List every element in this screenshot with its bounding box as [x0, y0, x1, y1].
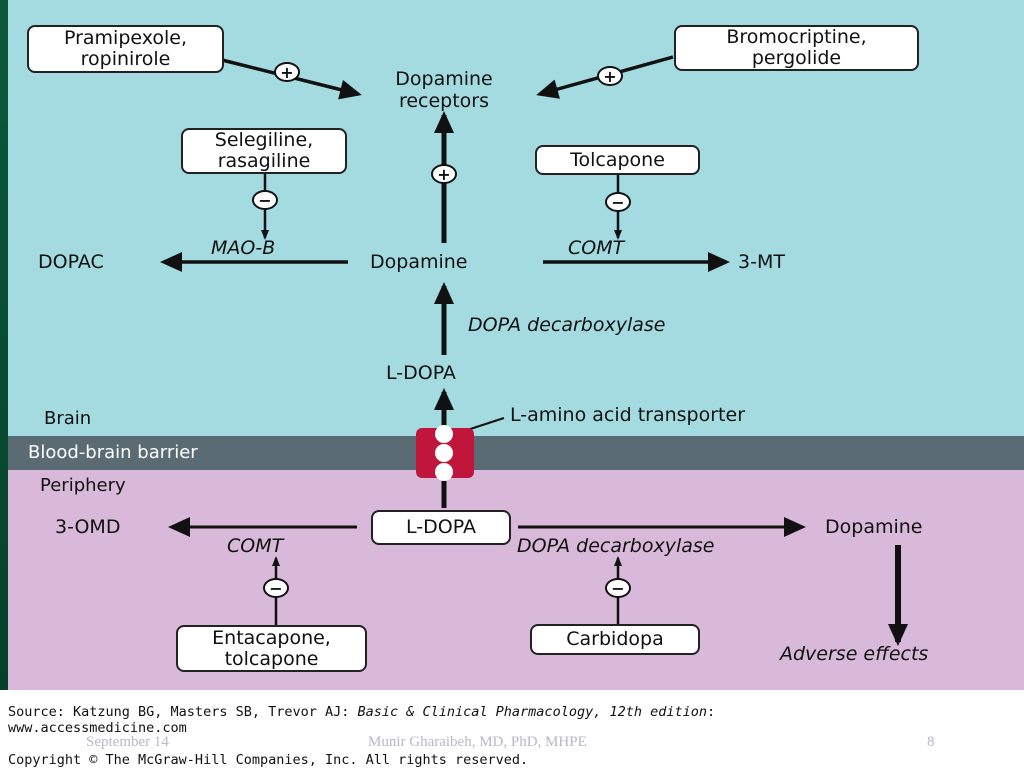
plus-icon [274, 62, 300, 82]
region-periphery-label: Periphery [40, 475, 126, 496]
node-3omd: 3-OMD [55, 516, 121, 538]
enzyme-ddc-brain: DOPA decarboxylase [468, 314, 666, 336]
drug-box-carbidopa: Carbidopa [530, 624, 700, 655]
plus-sign: + [280, 63, 293, 82]
drug-box-selegiline: Selegiline, rasagiline [181, 128, 347, 174]
transporter-icon [416, 425, 474, 481]
enzyme-maob: MAO-B [211, 237, 276, 259]
drug-box-tolcapone: Tolcapone [535, 145, 700, 175]
minus-icon [605, 192, 631, 212]
drug-line: ropinirole [80, 48, 171, 70]
node-dopamine-periphery: Dopamine [825, 516, 923, 538]
minus-icon [252, 190, 278, 210]
node-dopamine-receptors: Dopamine receptors [354, 68, 534, 112]
slide-date: September 14 [86, 734, 169, 750]
source-line: Source: Katzung BG, Masters SB, Trevor A… [8, 704, 715, 720]
region-brain-label: Brain [44, 408, 92, 429]
blood-brain-barrier-band [8, 436, 1024, 470]
source-suffix: : [707, 704, 716, 720]
pathway-arrows: + + + − − − − [160, 55, 908, 646]
node-dopac: DOPAC [38, 251, 104, 273]
drug-box-bromocriptine: Bromocriptine, pergolide [674, 25, 919, 71]
node-3mt: 3-MT [738, 251, 785, 273]
minus-icon [263, 578, 289, 598]
drug-line: Tolcapone [570, 148, 665, 171]
plus-sign: + [603, 67, 616, 86]
minus-sign: − [258, 191, 271, 210]
drug-line: pergolide [751, 47, 842, 69]
drug-line: Carbidopa [566, 628, 664, 650]
drug-line: Bromocriptine, [726, 26, 867, 48]
minus-sign: − [611, 193, 624, 212]
slide-author: Munir Gharaibeh, MD, PhD, MHPE [368, 734, 587, 750]
node-ldopa-periphery-box: L-DOPA [371, 510, 511, 545]
enzyme-ddc-periphery: DOPA decarboxylase [517, 535, 715, 557]
region-barrier-label: Blood-brain barrier [28, 442, 198, 463]
drug-line: rasagiline [217, 150, 311, 172]
drug-line: Selegiline, [214, 129, 314, 151]
plus-sign: + [437, 165, 450, 184]
node-adverse-effects: Adverse effects [780, 643, 929, 665]
node-dopamine-brain: Dopamine [370, 251, 468, 273]
transporter-label: L-amino acid transporter [510, 404, 746, 426]
minus-sign: − [269, 579, 282, 598]
plus-icon [597, 66, 623, 86]
minus-icon [605, 578, 631, 598]
drug-box-pramipexole: Pramipexole, ropinirole [27, 25, 224, 73]
receptors-line: Dopamine [395, 68, 493, 90]
drug-line: Entacapone, [212, 626, 331, 649]
node-ldopa-brain: L-DOPA [386, 362, 456, 384]
source-prefix: Source: Katzung BG, Masters SB, Trevor A… [8, 704, 358, 720]
drug-line: tolcapone [224, 647, 319, 670]
minus-sign: − [611, 579, 624, 598]
source-footer: Source: Katzung BG, Masters SB, Trevor A… [8, 704, 715, 768]
enzyme-comt-brain: COMT [568, 237, 625, 259]
enzyme-comt-periphery: COMT [227, 535, 284, 557]
slide-page-number: 8 [927, 734, 935, 750]
node-ldopa-periphery: L-DOPA [406, 516, 476, 538]
source-url: www.accessmedicine.com [8, 720, 187, 736]
plus-icon [431, 164, 457, 184]
drug-box-entacapone: Entacapone, tolcapone [176, 625, 367, 672]
drug-line: Pramipexole, [63, 27, 188, 49]
slide-side-bar [0, 0, 8, 690]
copyright: Copyright © The McGraw-Hill Companies, I… [8, 752, 529, 768]
source-title: Basic & Clinical Pharmacology, 12th edit… [357, 704, 708, 720]
receptors-line: receptors [398, 90, 490, 112]
